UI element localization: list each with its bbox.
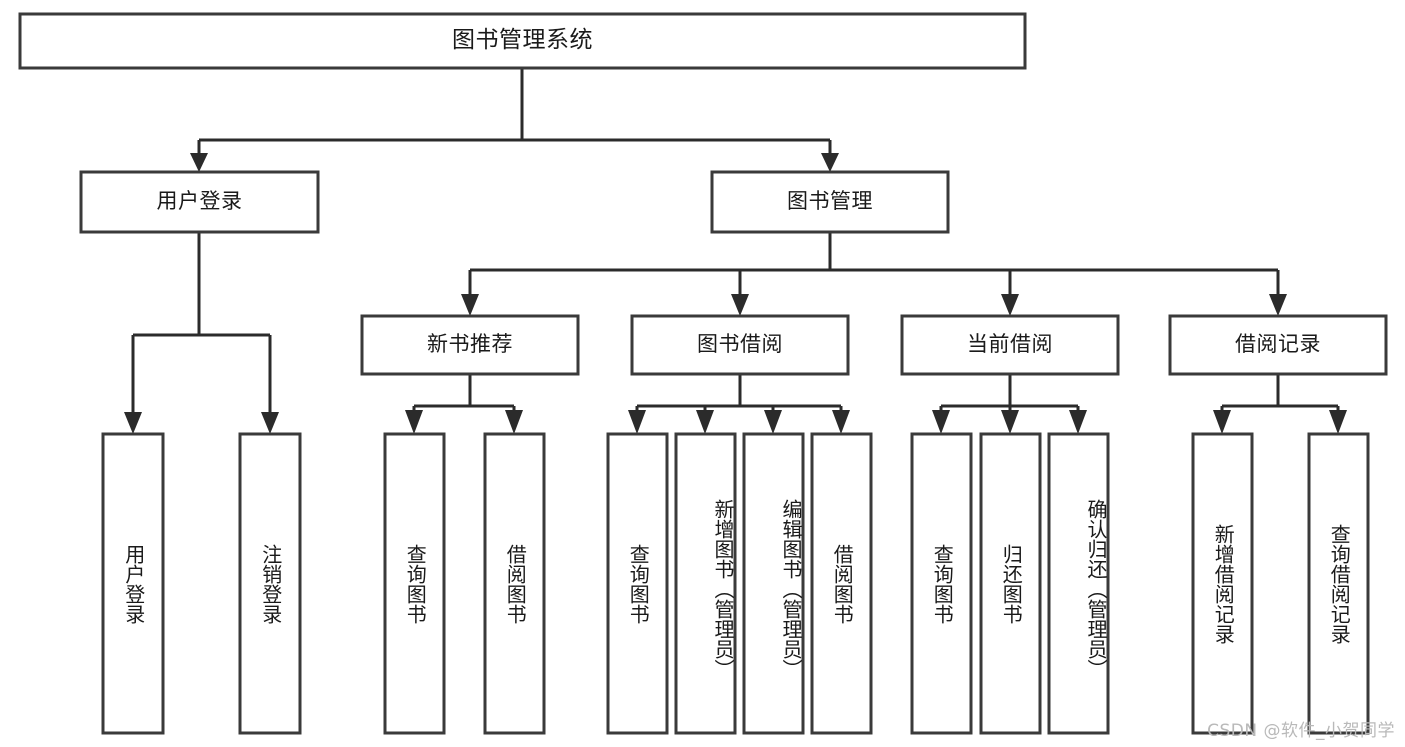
node-box-leaf-borrow-book-1[interactable] [483,432,546,735]
node-box-leaf-query-book-2[interactable] [606,432,669,735]
node-box-leaf-add-record[interactable] [1191,432,1254,735]
arrow-head-icon [932,410,950,434]
node-box-leaf-query-record[interactable] [1307,432,1370,735]
arrow-head-icon [461,294,479,316]
node-box-user-login[interactable] [79,170,320,234]
arrow-head-icon [261,412,279,434]
arrow-head-icon [405,410,423,434]
arrow-head-icon [832,410,850,434]
arrow-head-icon [190,153,208,172]
arrow-head-icon [821,153,839,172]
node-box-leaf-confirm-return[interactable] [1047,432,1110,735]
node-box-leaf-edit-book[interactable] [742,432,805,735]
arrow-head-icon [731,294,749,316]
arrow-head-icon [124,412,142,434]
node-box-book-borrow[interactable] [630,314,850,376]
node-box-new-book-recommend[interactable] [360,314,580,376]
arrow-head-icon [1213,410,1231,434]
node-box-leaf-add-book[interactable] [674,432,737,735]
arrow-head-icon [1001,410,1019,434]
node-box-current-borrow[interactable] [900,314,1120,376]
arrow-head-icon [1269,294,1287,316]
arrow-head-icon [628,410,646,434]
node-box-book-management[interactable] [710,170,950,234]
arrow-head-icon [505,410,523,434]
node-box-leaf-query-book-3[interactable] [910,432,973,735]
arrow-head-icon [764,410,782,434]
arrow-head-icon [1001,294,1019,316]
node-box-leaf-user-login[interactable] [101,432,165,735]
arrow-head-icon [1069,410,1087,434]
node-box-leaf-logout-login[interactable] [238,432,302,735]
arrow-head-icon [696,410,714,434]
node-box-leaf-borrow-book-2[interactable] [810,432,873,735]
node-box-leaf-return-book[interactable] [979,432,1042,735]
arrow-head-icon [1329,410,1347,434]
node-box-borrow-record[interactable] [1168,314,1388,376]
node-box-leaf-query-book-1[interactable] [383,432,446,735]
node-box-root[interactable] [18,12,1027,70]
